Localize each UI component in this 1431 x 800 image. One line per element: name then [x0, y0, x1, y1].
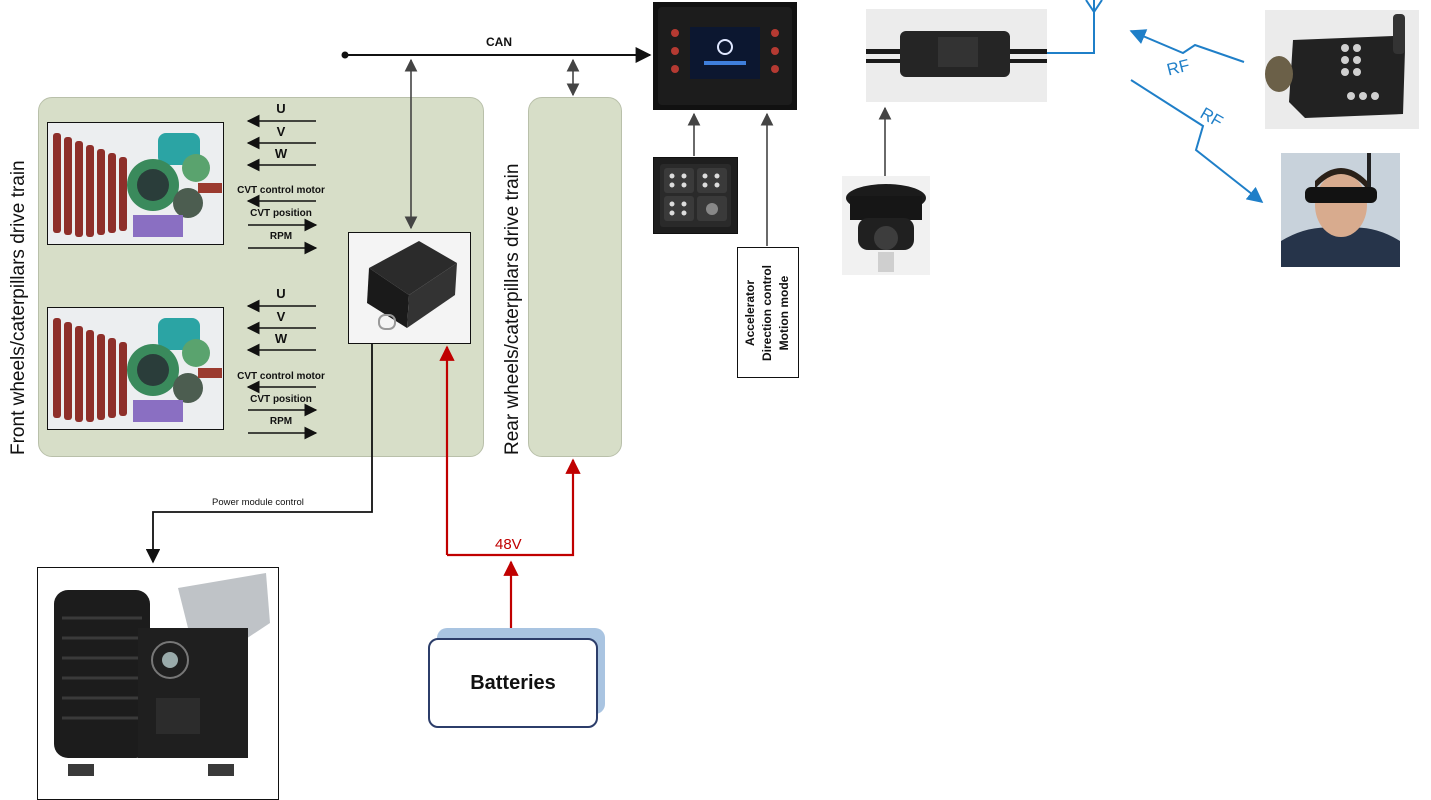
signal-cvt-motor-label: CVT control motor — [237, 371, 325, 382]
operator-with-fpv-goggles-image — [1281, 153, 1400, 267]
control-keypad-image — [653, 157, 738, 234]
direction-control-label: Direction control — [760, 265, 774, 362]
signal-w-label: W — [274, 146, 288, 161]
signal-v-label: V — [276, 124, 286, 139]
signal-w-label: W — [274, 331, 288, 346]
handheld-remote-image — [1265, 10, 1419, 129]
dashboard-display-image — [653, 2, 797, 110]
batteries-box: Batteries — [428, 638, 598, 728]
power-module-engine-image — [37, 567, 279, 800]
accelerator-label: Accelerator — [743, 279, 757, 347]
rf-link-goggles — [1130, 79, 1264, 203]
power-module-control-line — [145, 342, 373, 564]
voltage-48v-label: 48V — [495, 536, 522, 553]
power-module-control-label: Power module control — [212, 497, 304, 508]
rear-drive-train-panel — [528, 97, 622, 457]
rf-receiver-module-image — [866, 9, 1047, 102]
batteries-label: Batteries — [470, 671, 556, 694]
signal-cvt-motor-label: CVT control motor — [237, 185, 325, 196]
dome-camera-image — [842, 176, 930, 275]
antenna-icon — [1085, 0, 1103, 13]
driver-controls-box: Accelerator Direction control Motion mod… — [737, 247, 799, 378]
signal-rpm-label: RPM — [269, 416, 293, 427]
motor-controller-image — [348, 232, 471, 344]
signal-rpm-label: RPM — [269, 231, 293, 242]
power-to-rear-line — [447, 458, 581, 557]
signal-v-label: V — [276, 309, 286, 324]
drive-unit-render-image — [47, 122, 224, 245]
drive-unit-render-image — [47, 307, 224, 430]
rf-link-remote — [1129, 29, 1245, 63]
can-bus-label: CAN — [486, 35, 512, 49]
driver-controls-labels: Accelerator Direction control Motion mod… — [742, 252, 793, 374]
drive-unit-2-signal-arrows — [246, 299, 318, 440]
motion-mode-label: Motion mode — [777, 275, 791, 351]
drive-unit-1-signal-arrows — [246, 114, 318, 255]
signal-cvt-position-label: CVT position — [250, 208, 312, 219]
signal-cvt-position-label: CVT position — [250, 394, 312, 405]
signal-u-label: U — [276, 101, 286, 116]
antenna-feed-line — [1047, 12, 1095, 54]
signal-u-label: U — [276, 286, 286, 301]
